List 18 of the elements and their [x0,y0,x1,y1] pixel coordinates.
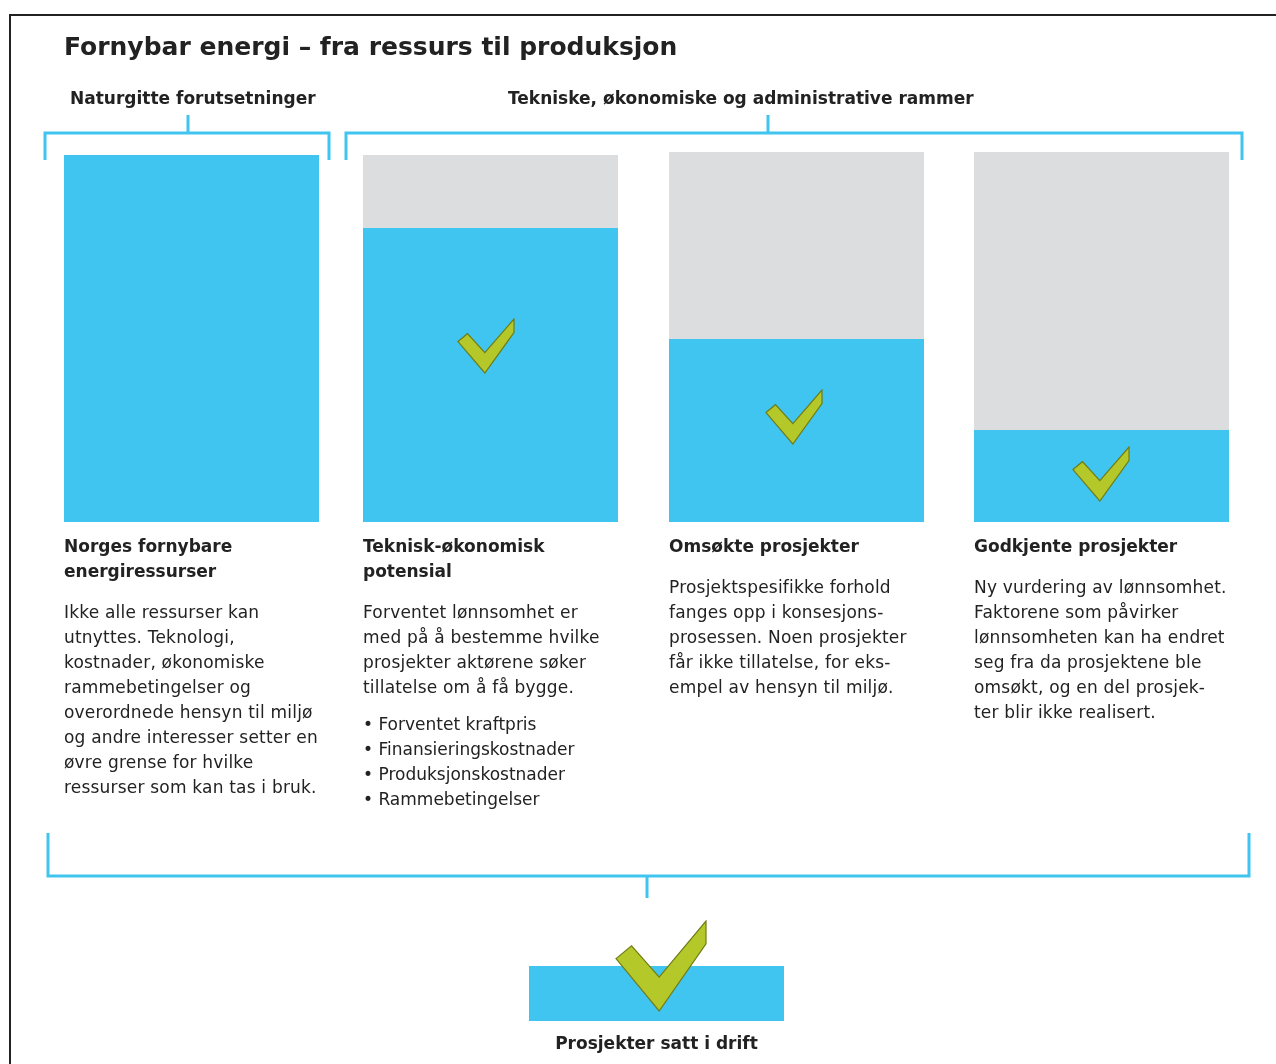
bullet-item: • Produksjonskostnader [363,763,566,786]
bullet-item: • Finansieringskostnader [363,738,575,761]
column-heading: Teknisk-økonomisk potensial [363,535,546,583]
column-heading: Godkjente prosjekter [974,535,1179,558]
title: Fornybar energi – fra ressurs til produksjon [64,32,678,61]
bracket-label: Naturgitte forutsetninger [70,88,316,108]
bracket-label: Tekniske, økonomiske og administrative rammer [508,88,974,108]
column-heading: Prosjekter satt i drift [554,1032,759,1055]
description-text: Forventet lønnsomhet er med på å bestemme hvilke prosjekter aktørene søker tillatelse om å få bygge. [363,601,601,699]
bullet-item: • Forventet kraftpris [363,713,537,736]
column-heading: Norges fornybare energiressurser [64,535,234,583]
description-text: Ikke alle ressurser kan utnyttes. Teknologi, kostnader, økonomiske rammebetingelser og overordnede hensyn til miljø og andre interesser setter en øvre grense for hvilke ressurser som kan tas i bruk. [64,601,319,799]
column-node [669,152,924,700]
description-text: Prosjektspesifikke forhold fanges opp i konsesjons-prosessen. Noen prosjekter får ikke tillatelse, for eks-empel av hensyn til miljø. [669,576,908,699]
description-text: Ny vurdering av lønnsomhet. Faktorene som påvirker lønnsomheten kan ha endret seg fra da prosjektene ble omsøkt, og en del prosjek-ter blir ikke realisert. [974,576,1228,724]
bullet-item: • Rammebetingelser [363,788,540,811]
column-node [363,155,618,700]
column-heading: Omsøkte prosjekter [669,535,860,558]
